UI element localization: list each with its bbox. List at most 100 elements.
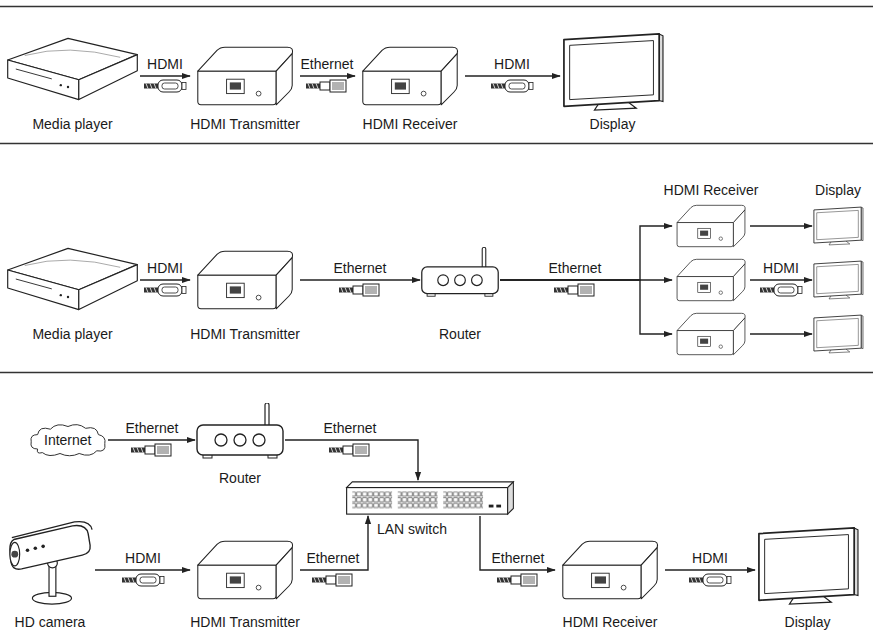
- hdmi-transmitter-drawing: [198, 541, 293, 599]
- separator-line: [0, 143, 873, 145]
- display: Display: [812, 204, 864, 248]
- cloud-label: Internet: [28, 422, 108, 458]
- device-caption: HD camera: [15, 614, 86, 630]
- separator-line: [0, 6, 873, 8]
- hd-camera: HD camera: [5, 518, 95, 608]
- display-figure: [812, 258, 864, 302]
- cable-arrow: [500, 226, 672, 280]
- device-caption: Router: [219, 470, 261, 486]
- hdmi-receiver-figure: [672, 257, 750, 303]
- display-figure: [560, 32, 665, 112]
- hdmi-receiver-figure: [672, 311, 750, 357]
- device-caption: Media player: [32, 326, 112, 342]
- device-caption: HDMI Transmitter: [190, 116, 300, 132]
- hdmi-receiver-drawing: [677, 259, 745, 300]
- router: Router: [195, 403, 285, 463]
- hdmi-transmitter: HDMI Transmitter: [190, 248, 300, 312]
- hdmi-receiver: [672, 257, 750, 303]
- ethernet-plug-icon: [306, 80, 346, 92]
- hd-camera-drawing: [10, 522, 92, 605]
- cable-arrow: [750, 279, 812, 280]
- lan-switch: LAN switch: [340, 480, 520, 516]
- hdmi-plug-icon: [144, 284, 186, 296]
- hdmi-plug-icon: [760, 284, 802, 296]
- ethernet-plug-icon: [497, 574, 537, 586]
- hdmi-transmitter-figure: [190, 538, 300, 602]
- hdmi-receiver-drawing: [563, 541, 658, 599]
- device-caption: Display: [785, 614, 831, 630]
- device-caption: HDMI Receiver: [363, 116, 458, 132]
- display: Display: [755, 526, 860, 606]
- cable-arrow: [140, 279, 190, 280]
- cable-arrow: [108, 439, 195, 440]
- hdmi-receiver-figure: [555, 538, 665, 602]
- cable-label: HDMI: [761, 260, 801, 276]
- cable-label: HDMI: [123, 550, 163, 566]
- cable-label: Ethernet: [305, 550, 362, 566]
- device-caption: Router: [439, 326, 481, 342]
- router: Router: [420, 247, 500, 301]
- cable-arrow: [300, 516, 368, 570]
- media-player-figure: [5, 240, 140, 318]
- hdmi-plug-icon: [689, 574, 731, 586]
- display-figure: [812, 312, 864, 356]
- cable-label: Ethernet: [547, 260, 604, 276]
- hdmi-receiver-figure: [672, 203, 750, 249]
- hdmi-receiver: HDMI Receiver: [355, 44, 465, 108]
- cable-arrow: [750, 225, 812, 226]
- display: [812, 258, 864, 302]
- hdmi-transmitter-drawing: [198, 47, 293, 105]
- cable-label: HDMI: [145, 56, 185, 72]
- cable-arrow: [285, 440, 418, 480]
- hdmi-receiver: [672, 311, 750, 357]
- lan-switch-figure: [340, 480, 520, 516]
- hdmi-transmitter: HDMI Transmitter: [190, 44, 300, 108]
- display-figure: [812, 204, 864, 248]
- cable-arrow: [140, 75, 190, 76]
- ethernet-plug-icon: [329, 444, 369, 456]
- display-drawing: [814, 261, 863, 299]
- hdmi-plug-icon: [491, 80, 533, 92]
- device-caption: Display: [815, 182, 861, 198]
- device-caption: Display: [590, 116, 636, 132]
- display-figure: [755, 526, 860, 606]
- hdmi-transmitter-figure: [190, 248, 300, 312]
- hdmi-transmitter: HDMI Transmitter: [190, 538, 300, 602]
- hdmi-receiver: HDMI Receiver: [672, 203, 750, 249]
- media-player-drawing: [8, 38, 138, 99]
- hdmi-plug-icon: [144, 80, 186, 92]
- cable-label: Ethernet: [332, 260, 389, 276]
- router-figure: [195, 403, 285, 463]
- ethernet-plug-icon: [131, 444, 171, 456]
- cable-arrow: [465, 75, 560, 76]
- router-drawing: [422, 247, 498, 296]
- device-caption: HDMI Receiver: [664, 182, 759, 198]
- device-caption: HDMI Receiver: [563, 614, 658, 630]
- media-player-drawing: [8, 248, 138, 309]
- device-caption: HDMI Transmitter: [190, 326, 300, 342]
- cable-label: Ethernet: [299, 56, 356, 72]
- display: Display: [560, 32, 665, 112]
- hdmi-transmitter-figure: [190, 44, 300, 108]
- hdmi-receiver-drawing: [677, 313, 745, 354]
- hdmi-receiver-drawing: [677, 205, 745, 246]
- hdmi-receiver: HDMI Receiver: [555, 538, 665, 602]
- ethernet-plug-icon: [554, 284, 594, 296]
- internet-cloud: Internet: [28, 422, 108, 458]
- cable-arrow: [750, 333, 812, 334]
- cable-arrow: [480, 516, 555, 570]
- media-player: Media player: [5, 240, 140, 318]
- separator-line: [0, 372, 873, 374]
- ethernet-plug-icon: [339, 284, 379, 296]
- cable-arrow: [665, 569, 755, 570]
- cable-arrow: [95, 569, 190, 570]
- cable-label: Ethernet: [490, 550, 547, 566]
- media-player: Media player: [5, 30, 140, 108]
- display-drawing: [564, 34, 663, 110]
- cable-arrow: [300, 75, 355, 76]
- hdmi-receiver-drawing: [363, 47, 458, 105]
- cable-label: HDMI: [492, 56, 532, 72]
- router-drawing: [197, 403, 283, 458]
- device-caption: Media player: [32, 116, 112, 132]
- cable-arrow: [500, 280, 672, 334]
